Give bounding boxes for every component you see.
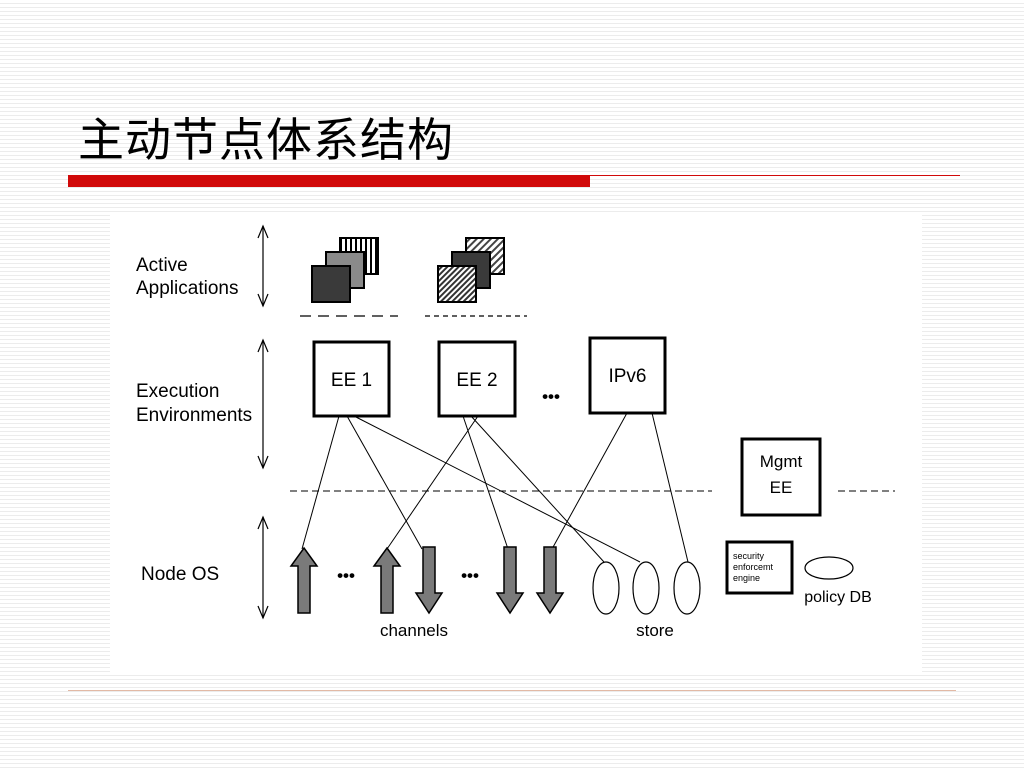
store-ellipse-3 [673,561,701,615]
store-label: store [636,621,674,640]
policy-db-ellipse [804,556,854,580]
ipv6-label: IPv6 [608,366,646,387]
ee2-box: EE 2 [437,340,517,418]
layer-label-active: Active [136,255,188,276]
connection-lines [301,412,689,563]
mgmt-label: Mgmt [760,452,803,471]
title-accent-line [590,175,960,176]
ee1-box: EE 1 [312,340,391,418]
channel-down-arrow-2 [495,546,525,615]
ee-ellipsis: ••• [542,387,560,406]
application-stack-2 [437,237,505,303]
channel-up-arrow-1 [289,546,319,614]
security-label-3: engine [733,573,760,583]
application-stack-1 [311,237,379,303]
channel-down-arrow-3 [535,546,565,615]
range-arrow-applications [257,224,269,308]
security-engine-box: security enforcemt engine [725,540,794,595]
layer-label-applications: Applications [136,278,238,299]
ee2-label: EE 2 [456,370,497,391]
diagram-canvas: Active Applications Execution Environmen… [136,224,895,640]
store-ellipse-2 [632,561,660,615]
title-accent-bar [68,175,590,187]
range-arrow-environments [257,338,269,470]
security-label-2: enforcemt [733,562,774,572]
policy-db-label: policy DB [804,589,872,606]
ee1-label: EE 1 [331,370,372,391]
slide-title: 主动节点体系结构 [78,113,454,167]
layer-label-environments: Environments [136,405,252,426]
architecture-diagram: Active Applications Execution Environmen… [110,214,922,674]
channel-down-arrow-1 [414,546,444,615]
mgmt-ee-label: EE [770,478,793,497]
channel-ellipsis-1: ••• [337,566,355,585]
layer-label-node-os: Node OS [141,564,219,585]
channels-label: channels [380,621,448,640]
store-ellipses [592,561,701,615]
mgmt-ee-box: Mgmt EE [740,437,822,517]
range-arrow-node-os [257,515,269,620]
layer-label-execution: Execution [136,381,219,402]
channel-ellipsis-2: ••• [461,566,479,585]
footer-divider [68,690,956,691]
store-ellipse-1 [592,561,620,615]
channel-up-arrow-2 [372,546,402,614]
ipv6-box: IPv6 [588,336,667,415]
security-label-1: security [733,551,765,561]
